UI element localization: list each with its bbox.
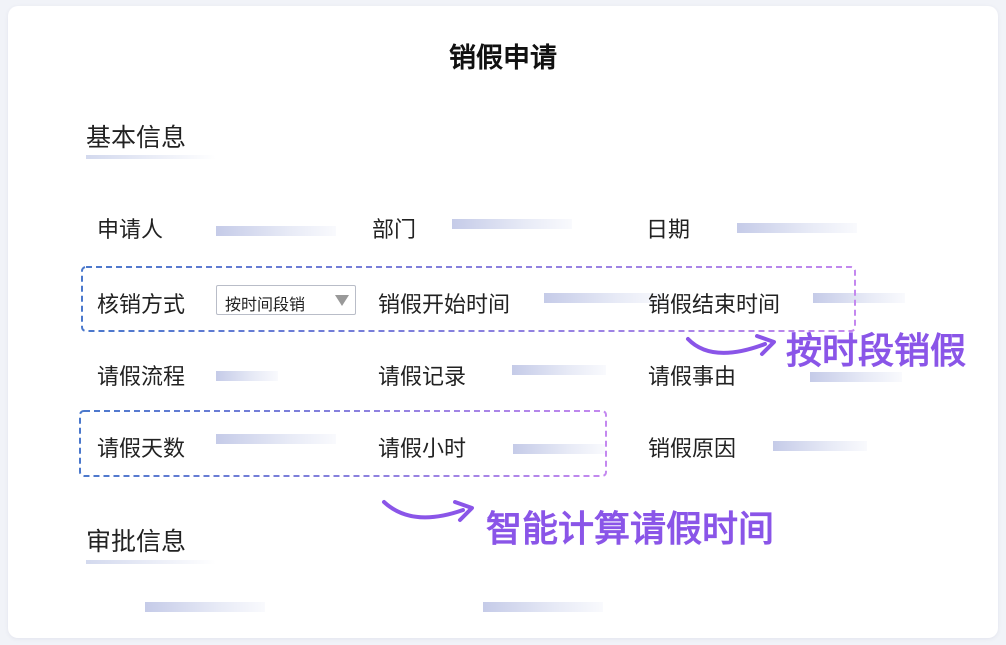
end-time-value[interactable] (813, 293, 905, 303)
label-cancel-reason: 销假原因 (648, 437, 737, 462)
curved-arrow-icon (382, 500, 465, 520)
curved-arrow-icon (686, 337, 767, 355)
form-title: 销假申请 (449, 43, 557, 74)
highlight-box-period (81, 266, 856, 332)
method-select-value: 按时间段销 (225, 295, 306, 314)
label-method: 核销方式 (97, 293, 186, 318)
section-title-approval: 审批信息 (86, 527, 187, 556)
approval-value-1[interactable] (145, 602, 265, 612)
applicant-value[interactable] (216, 226, 336, 236)
leave-process-value[interactable] (216, 371, 278, 381)
leave-hours-value[interactable] (513, 444, 605, 454)
label-leave-hours: 请假小时 (378, 437, 467, 462)
annotation-by-period: 按时段销假 (786, 331, 967, 372)
label-end-time: 销假结束时间 (648, 293, 781, 318)
label-department: 部门 (372, 218, 417, 243)
method-select[interactable]: 按时间段销 (216, 285, 356, 315)
label-leave-days: 请假天数 (97, 437, 186, 462)
label-date: 日期 (646, 218, 691, 243)
label-start-time: 销假开始时间 (378, 293, 511, 318)
caret-down-icon (335, 295, 349, 306)
form-card (8, 6, 998, 638)
leave-days-value[interactable] (216, 434, 336, 444)
cancel-reason-value[interactable] (773, 441, 867, 451)
arrow-head-icon (453, 500, 474, 522)
leave-reason-value[interactable] (810, 372, 902, 382)
annotation-smart-calc: 智能计算请假时间 (486, 509, 775, 550)
section-underline (86, 155, 216, 159)
label-leave-record: 请假记录 (378, 365, 467, 390)
start-time-value[interactable] (544, 293, 664, 303)
leave-record-value[interactable] (512, 365, 606, 375)
section-title-basic: 基本信息 (86, 123, 187, 152)
approval-value-2[interactable] (483, 602, 603, 612)
arrow-head-icon (755, 334, 776, 356)
label-leave-reason: 请假事由 (648, 365, 737, 390)
label-applicant: 申请人 (97, 218, 164, 243)
department-value[interactable] (452, 219, 572, 229)
label-leave-process: 请假流程 (97, 365, 186, 390)
highlight-box-calc (79, 410, 607, 477)
date-value[interactable] (737, 223, 857, 233)
section-underline (86, 560, 216, 564)
